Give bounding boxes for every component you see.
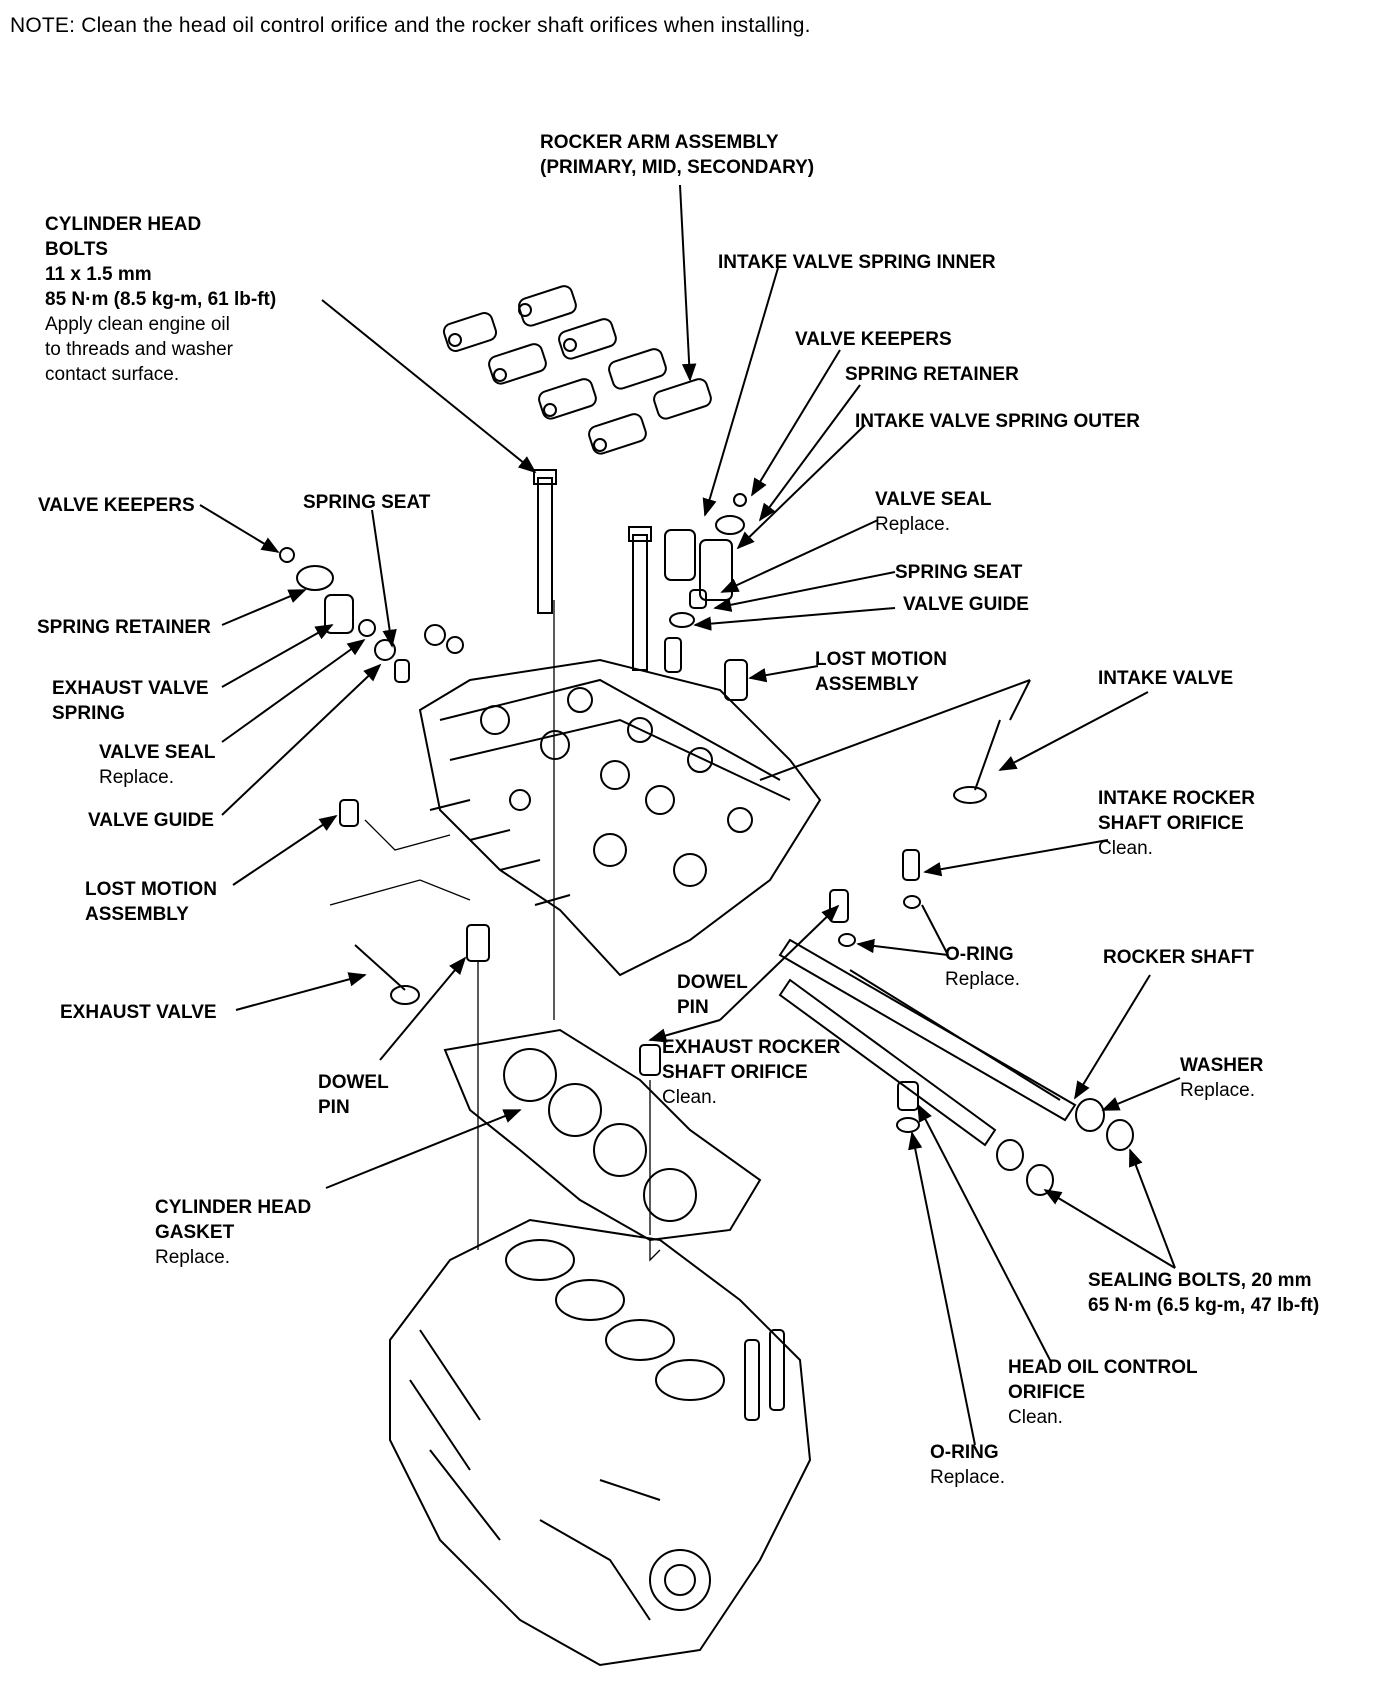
label-spring-retainer-left: SPRING RETAINER xyxy=(37,617,211,638)
label-sealing-bolts: SEALING BOLTS, 20 mm 65 N·m (6.5 kg-m, 4… xyxy=(1088,1270,1320,1316)
cylinder-head-gasket-drawing xyxy=(443,1028,762,1242)
label-lost-motion-assembly-right: LOST MOTION ASSEMBLY xyxy=(815,649,947,695)
label-dowel-pin-center: DOWEL PIN xyxy=(677,972,748,1018)
label-intake-valve-spring-outer: INTAKE VALVE SPRING OUTER xyxy=(855,411,1141,432)
label-valve-guide-right: VALVE GUIDE xyxy=(903,594,1029,615)
label-exhaust-valve-spring: EXHAUST VALVE SPRING xyxy=(52,678,209,724)
label-valve-seal-left: VALVE SEAL Replace. xyxy=(99,742,216,788)
rocker-arm-assembly-drawing xyxy=(442,285,712,455)
label-cylinder-head-gasket: CYLINDER HEAD GASKET Replace. xyxy=(155,1197,312,1268)
label-spring-seat-left: SPRING SEAT xyxy=(303,492,431,513)
label-spring-seat-right: SPRING SEAT xyxy=(895,562,1023,583)
installation-note: NOTE: Clean the head oil control orifice… xyxy=(10,14,811,37)
alignment-lines xyxy=(329,600,661,1262)
label-rocker-arm-assembly: ROCKER ARM ASSEMBLY (PRIMARY, MID, SECON… xyxy=(540,132,815,178)
label-lost-motion-assembly-left: LOST MOTION ASSEMBLY xyxy=(85,879,217,925)
label-dowel-pin-left: DOWEL PIN xyxy=(318,1072,389,1118)
label-intake-rocker-shaft-orifice: INTAKE ROCKER SHAFT ORIFICE Clean. xyxy=(1098,788,1255,859)
engine-block-drawing xyxy=(389,1218,812,1667)
cylinder-head-drawing xyxy=(418,658,822,977)
label-intake-valve-spring-inner: INTAKE VALVE SPRING INNER xyxy=(718,252,996,273)
label-head-oil-control-orifice: HEAD OIL CONTROL ORIFICE Clean. xyxy=(1008,1357,1198,1428)
label-valve-seal-right: VALVE SEAL Replace. xyxy=(875,489,992,535)
label-spring-retainer-right: SPRING RETAINER xyxy=(845,364,1019,385)
leader-lines xyxy=(199,184,1181,1446)
label-valve-keepers-right: VALVE KEEPERS xyxy=(795,329,952,350)
label-rocker-shaft: ROCKER SHAFT xyxy=(1103,947,1254,968)
label-cylinder-head-bolts: CYLINDER HEAD BOLTS 11 x 1.5 mm 85 N·m (… xyxy=(45,214,277,385)
label-exhaust-rocker-shaft-orifice: EXHAUST ROCKER SHAFT ORIFICE Clean. xyxy=(662,1037,841,1108)
cylinder-head-bolts-drawing xyxy=(533,469,652,671)
label-exhaust-valve: EXHAUST VALVE xyxy=(60,1002,217,1023)
label-o-ring-lower: O-RING Replace. xyxy=(930,1442,1005,1488)
exhaust-valve-parts-drawing xyxy=(279,547,490,1005)
label-o-ring-upper: O-RING Replace. xyxy=(945,944,1020,990)
label-intake-valve: INTAKE VALVE xyxy=(1098,668,1234,689)
label-valve-guide-left: VALVE GUIDE xyxy=(88,810,214,831)
rocker-shafts-drawing xyxy=(778,849,1134,1196)
label-washer: WASHER Replace. xyxy=(1180,1055,1264,1101)
label-valve-keepers-left: VALVE KEEPERS xyxy=(38,495,195,516)
